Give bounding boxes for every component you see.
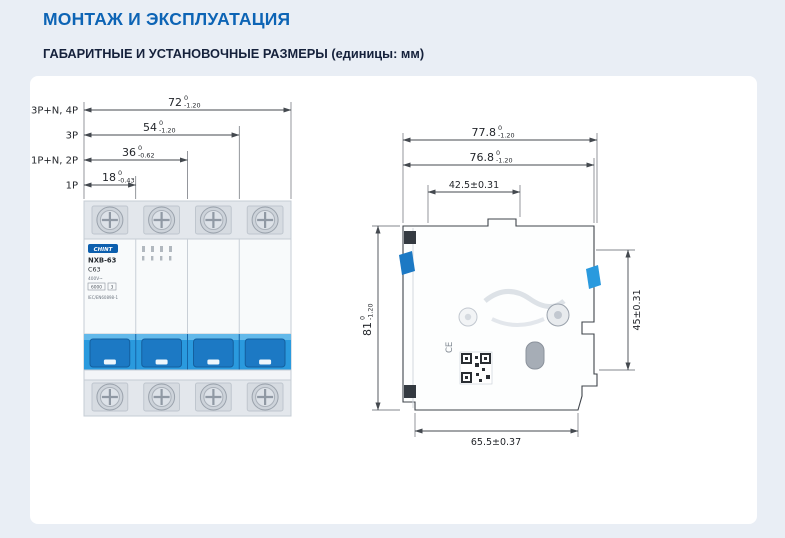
page-title: МОНТАЖ И ЭКСПЛУАТАЦИЯ: [43, 9, 291, 29]
toggle-side-back: [586, 265, 601, 289]
chint-logo: [88, 244, 118, 253]
energy-class-text: 3: [111, 284, 114, 290]
side-extension-lines: [372, 133, 635, 437]
din-release-slot: [525, 341, 545, 370]
dim-tol-bottom-81: -1.20: [367, 303, 375, 320]
breaking-capacity-box: [87, 282, 106, 291]
screw-icon: [199, 206, 227, 234]
dimension-width-3p: 3P 54 0 -1.20: [66, 119, 240, 142]
bottom-terminal-screws: [96, 383, 279, 411]
front-extension-lines: [83, 102, 292, 199]
toggle-band: [84, 334, 291, 370]
rating-text: C63: [88, 266, 101, 274]
dimension-mount-offset: 42.5±0.31: [427, 180, 521, 195]
dim-value-76-8: 76.8: [470, 151, 495, 164]
molded-logo-curve: [491, 317, 545, 327]
device-label: CHINT NXB-63 C63 400V~ 6000 3 IEC/EN6089…: [87, 244, 119, 300]
pole-label-4p: 3P+N, 4P: [31, 106, 78, 117]
toggle-handle: [193, 338, 234, 368]
toggle-handle: [141, 338, 182, 368]
screw-icon: [148, 383, 176, 411]
screw-icon: [251, 206, 279, 234]
dim-tol-top-72: 0: [184, 94, 188, 102]
breaking-capacity-text: 6000: [91, 284, 102, 290]
dimension-rail-span: 45±0.31: [625, 249, 643, 371]
dim-value-36: 36: [122, 146, 136, 159]
dim-value-18: 18: [102, 171, 116, 184]
dimension-height: 81 0 -1.20: [359, 225, 381, 411]
screw-icon: [251, 383, 279, 411]
breaker-side-view: CE: [399, 218, 601, 411]
dim-value-54: 54: [143, 121, 157, 134]
dimension-width-1p: 1P 18 0 -0.43: [66, 169, 137, 192]
energy-class-box: [107, 282, 117, 291]
screw-icon: [199, 383, 227, 411]
dim-tol-top-18: 0: [118, 169, 122, 177]
screw-icon: [96, 206, 124, 234]
dim-tol-top-54: 0: [159, 119, 163, 127]
voltage-text: 400V~: [88, 276, 103, 282]
dim-tol-top-76-8: 0: [496, 149, 500, 157]
screw-icon: [96, 383, 124, 411]
dim-tol-top-77-8: 0: [498, 124, 502, 132]
dimension-depth-total: 77.8 0 -1.20: [402, 124, 598, 143]
toggle-side-front: [399, 251, 415, 275]
dim-value-77-8: 77.8: [472, 126, 497, 139]
dim-value-81: 81: [361, 322, 374, 336]
dim-tol-bottom-76-8: -1.20: [496, 157, 513, 165]
handle-indicator: [103, 359, 116, 365]
dim-tol-bottom-18: -0.43: [118, 177, 135, 185]
handle-indicator: [207, 359, 220, 365]
handle-indicator: [155, 359, 168, 365]
side-view-drawing: 77.8 0 -1.20 76.8 0 -1.20 42.5±0.31: [359, 124, 644, 448]
screw-icon: [148, 206, 176, 234]
pole-label-1p: 1P: [66, 181, 78, 192]
dim-value-65-5: 65.5±0.37: [471, 437, 521, 448]
dimension-width-2p: 1P+N, 2P 36 0 -0.62: [31, 144, 188, 167]
breaker-front-view: CHINT NXB-63 C63 400V~ 6000 3 IEC/EN6089…: [83, 200, 292, 417]
dimension-depth-body: 76.8 0 -1.20: [402, 149, 595, 168]
lower-strip: [83, 369, 292, 381]
toggle-handle: [244, 338, 286, 368]
pole-label-2p: 1P+N, 2P: [31, 156, 78, 167]
side-outline: [402, 218, 598, 411]
dim-tol-bottom-72: -1.20: [184, 102, 201, 110]
drawing-panel: 3P+N, 4P 72 0 -1.20 3P 54 0 -1.20 1P+N, …: [30, 76, 757, 524]
dim-tol-bottom-54: -1.20: [159, 127, 176, 135]
dim-value-45: 45±0.31: [632, 289, 643, 330]
front-view-drawing: 3P+N, 4P 72 0 -1.20 3P 54 0 -1.20 1P+N, …: [31, 94, 292, 417]
model-text: NXB-63: [88, 257, 117, 265]
toggle-handle: [89, 338, 131, 368]
rivet-icon: [546, 303, 570, 327]
dimension-bottom-width: 65.5±0.37: [414, 428, 579, 448]
dim-value-72: 72: [168, 96, 182, 109]
pole-label-3p: 3P: [66, 131, 78, 142]
standard-text: IEC/EN60898-1: [88, 295, 119, 300]
top-terminal-screws: [96, 206, 279, 234]
terminal-opening-top: [404, 231, 416, 244]
dim-value-42-5: 42.5±0.31: [449, 180, 499, 191]
terminal-opening-bottom: [404, 385, 416, 398]
dimension-width-4p: 3P+N, 4P 72 0 -1.20: [31, 94, 292, 117]
laser-marking: [142, 246, 172, 261]
dim-tol-top-36: 0: [138, 144, 142, 152]
dim-tol-top-81: 0: [359, 316, 367, 320]
ce-mark: CE: [445, 342, 455, 353]
technical-drawing: 3P+N, 4P 72 0 -1.20 3P 54 0 -1.20 1P+N, …: [31, 94, 644, 448]
handle-indicator: [259, 359, 272, 365]
dim-tol-bottom-77-8: -1.20: [498, 132, 515, 140]
dim-tol-bottom-36: -0.62: [138, 152, 155, 160]
section-subtitle: ГАБАРИТНЫЕ И УСТАНОВОЧНЫЕ РАЗМЕРЫ (едини…: [43, 46, 425, 61]
brand-text: CHINT: [94, 247, 114, 253]
qr-code: [459, 351, 493, 385]
rivet-icon: [458, 307, 478, 327]
